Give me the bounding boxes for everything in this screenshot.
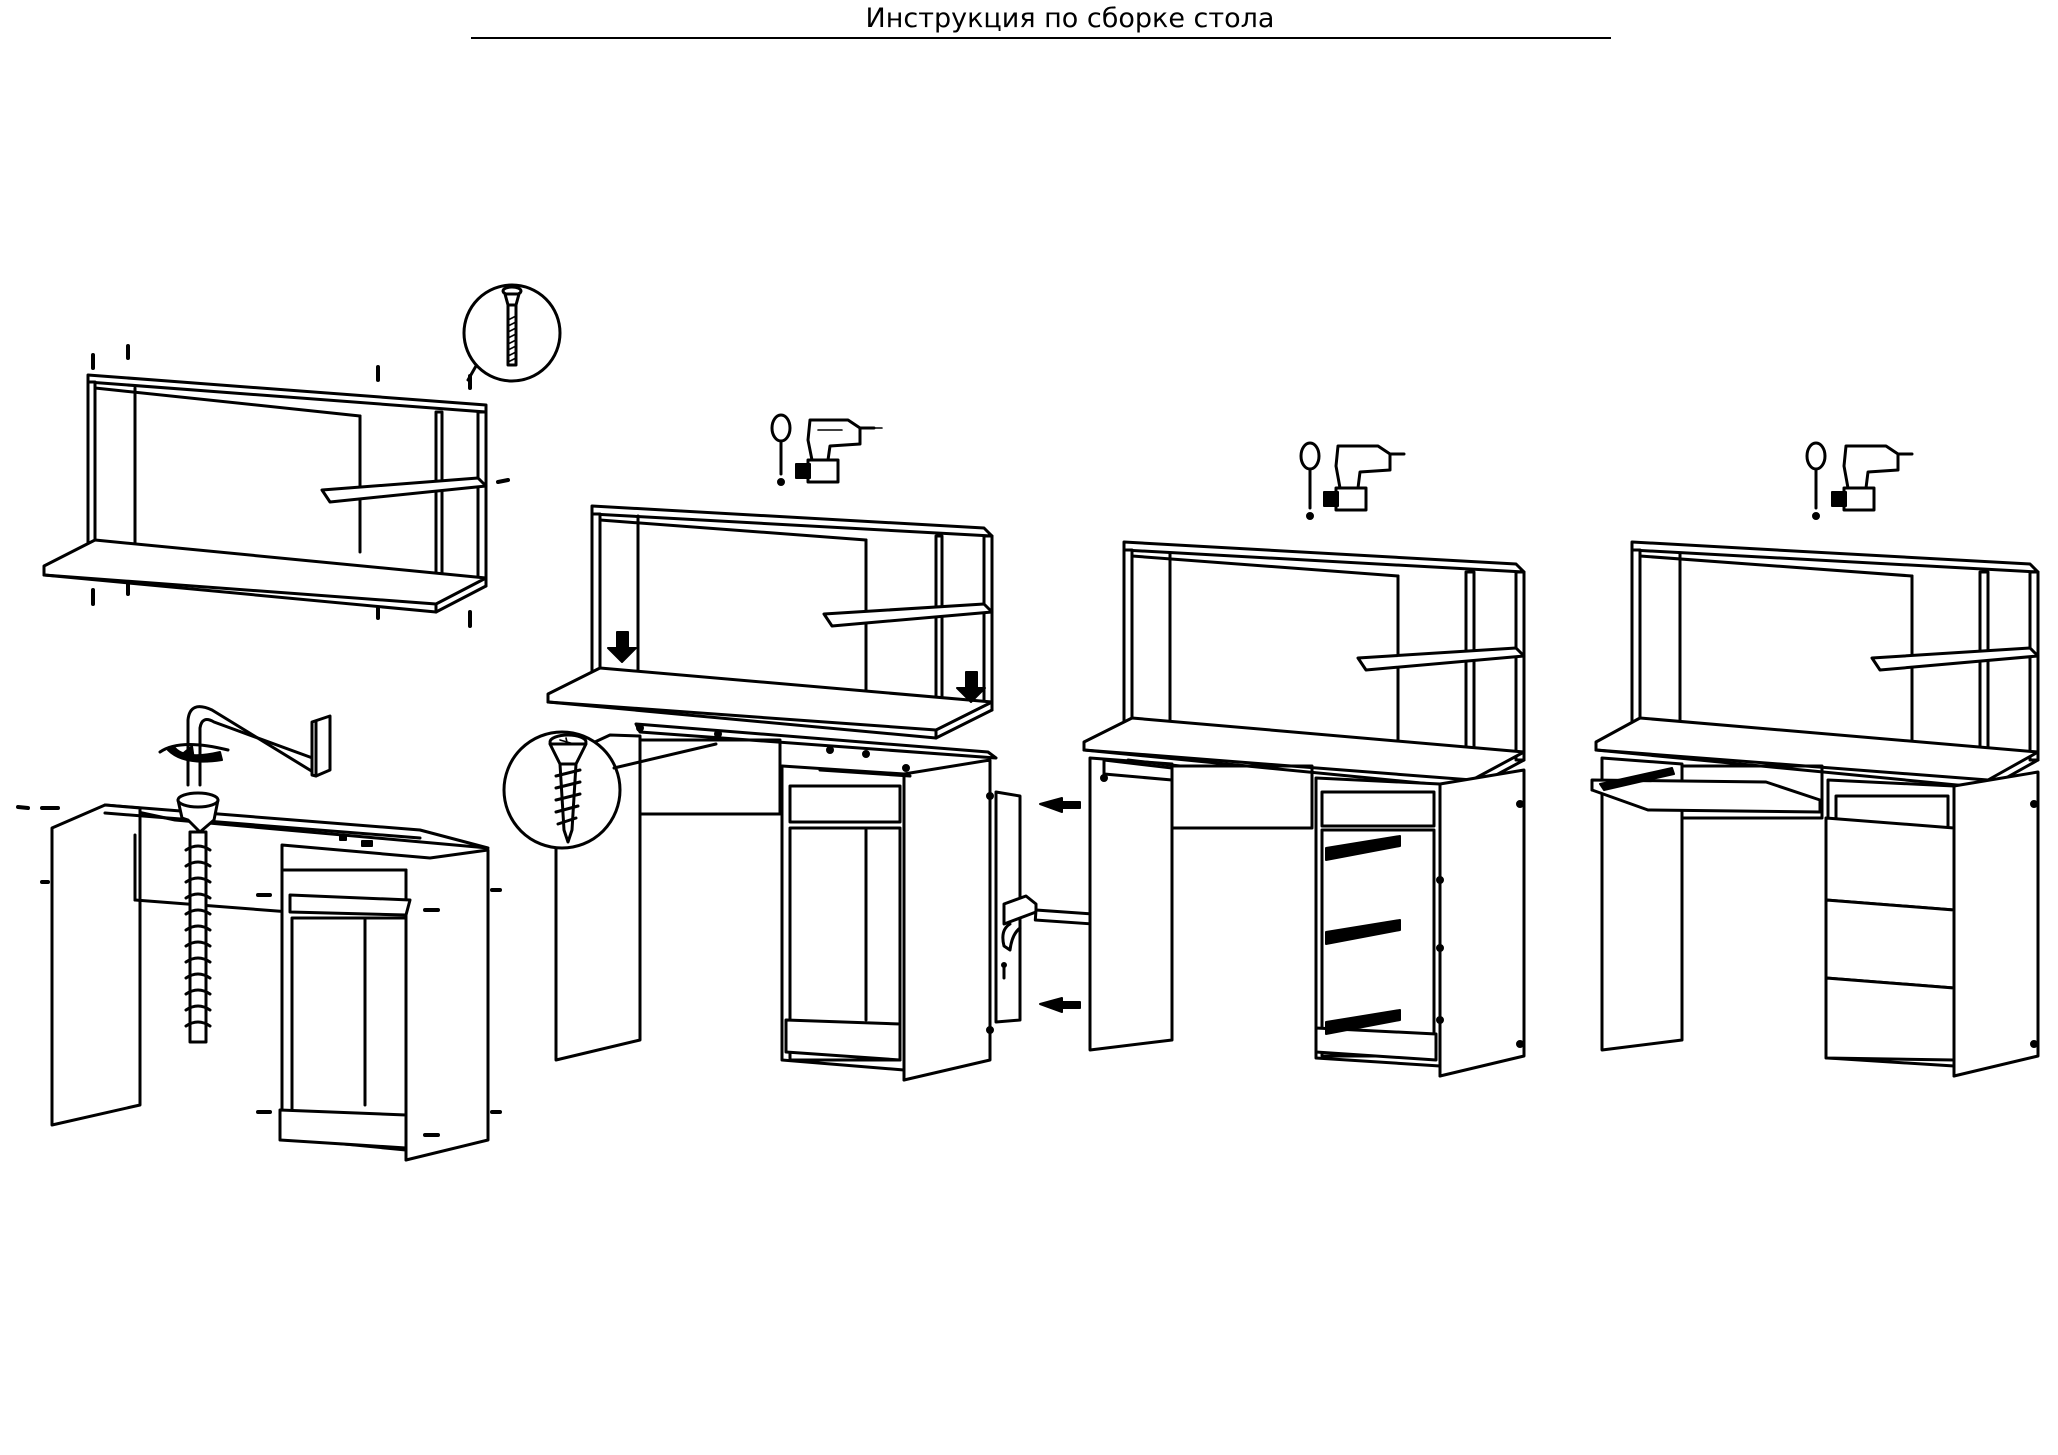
page-title: Инструкция по сборке стола [865,3,1275,34]
step-2-desk-base [554,722,1022,1082]
step-4-desk [1590,540,2040,1078]
power-drill-icon [1323,444,1406,512]
step-3-desk [1082,540,1526,1078]
step-4-tools [1805,441,1914,520]
wood-screw-detail [502,730,718,850]
step-1-hutch [42,344,510,628]
step-1-desk-base [16,803,502,1162]
screwdriver-icon [770,413,792,486]
long-screw-detail [462,283,562,383]
hex-key-icon [158,705,332,787]
step-3-tools [1299,441,1406,520]
step-2-tools [770,413,883,486]
power-drill-icon [795,418,883,484]
push-arrow-icon [1039,797,1081,1013]
power-drill-icon [1831,444,1914,512]
screwdriver-icon [1805,441,1827,520]
title-underline [471,37,1611,39]
cam-screw [176,791,220,1044]
step-2-hutch [546,504,994,740]
screwdriver-icon [1299,441,1321,520]
